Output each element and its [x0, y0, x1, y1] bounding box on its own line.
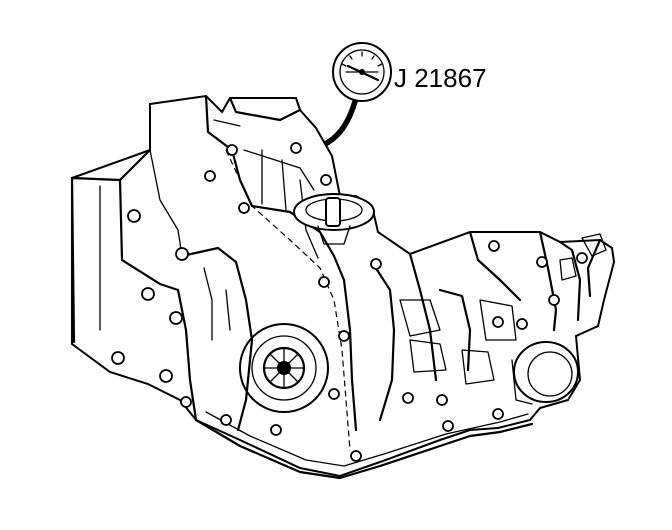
bell-housing	[70, 148, 180, 344]
gauge-tool-callout: J 21867	[394, 63, 487, 93]
drive-hub	[239, 323, 329, 413]
pressure-gauge	[332, 42, 392, 102]
case-bolts	[111, 142, 588, 462]
extension-housing	[538, 230, 602, 332]
valve-body-ribs	[370, 230, 522, 422]
pressure-port-cover	[293, 193, 375, 245]
output-flange-cover	[511, 341, 579, 405]
left-side-cover	[176, 246, 254, 432]
transmission-housing	[71, 94, 616, 478]
oil-pan	[194, 418, 534, 480]
